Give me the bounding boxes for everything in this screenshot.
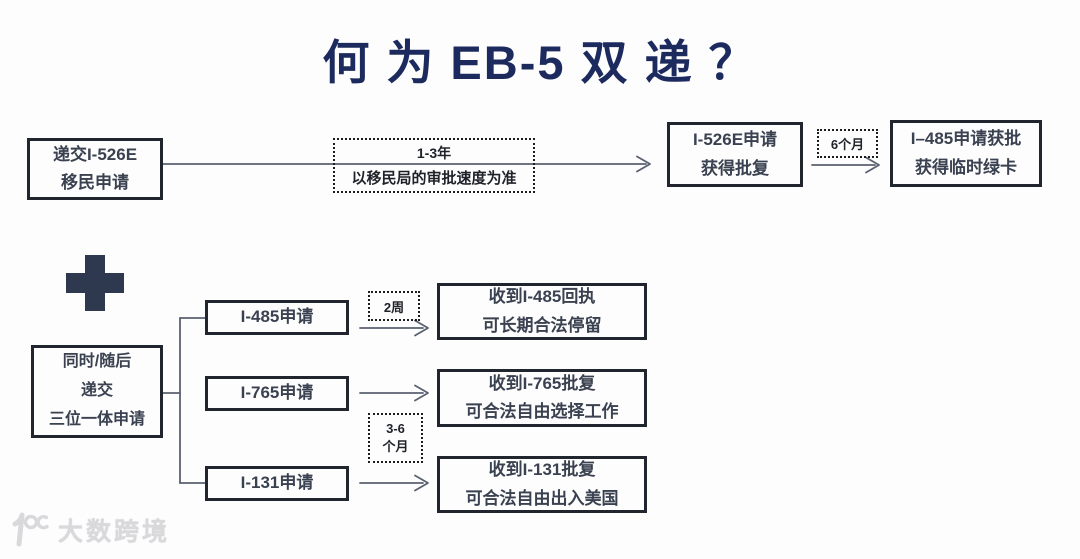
duration-1-3-years-box: 1-3年 以移民局的审批速度为准 [333,138,535,193]
duration-2-weeks-box: 2周 [368,291,420,321]
trio-filing-line2: 递交 [80,382,113,400]
arrow-i765 [359,384,429,402]
i485-result-line1: 收到I-485回执 [488,287,596,307]
arrow-i131 [359,474,429,492]
duration-3-6-line2: 个月 [382,439,409,454]
i526e-approved-line1: I-526E申请 [692,130,778,150]
page-title: 何 为 EB-5 双 递 ？ [322,36,758,89]
duration-2-weeks: 2周 [383,299,405,315]
i765-result-line2: 可合法自由选择工作 [465,402,619,421]
arrow-i485 [359,319,429,337]
i765-result-box: 收到I-765批复 可合法自由选择工作 [437,369,647,427]
i131-result-line2: 可合法自由出入美国 [465,488,619,508]
i485-result-box: 收到I-485回执 可长期合法停留 [437,283,647,340]
temp-green-card-line2: 获得临时绿卡 [915,157,1017,177]
trio-filing-box: 同时/随后 递交 三位一体申请 [31,345,163,438]
watermark: 大数跨境 [8,512,170,548]
arrow-approval-to-greencard [811,156,880,174]
dashu-kuajing-100-logo-icon [12,512,49,547]
duration-3-6-line1: 3-6 [386,420,405,436]
i765-result-line1: 收到I-765批复 [488,373,596,393]
trio-branch-lines [162,317,206,484]
temp-green-card-box: I–485申请获批 获得临时绿卡 [890,120,1042,187]
i485-result-line2: 可长期合法停留 [482,315,602,335]
duration-3-6-months-box: 3-6 个月 [368,413,423,463]
i131-result-box: 收到I-131批复 可合法自由出入美国 [437,456,647,513]
i485-application-label: I-485申请 [240,307,314,327]
plus-icon-horizontal-bar [66,273,124,293]
submit-i526e-line2: 移民申请 [61,173,129,192]
i485-application-box: I-485申请 [205,300,349,335]
submit-i526e-box: 递交I-526E 移民申请 [27,138,163,200]
i526e-approved-box: I-526E申请 获得批复 [667,122,803,187]
duration-1-3-years: 1-3年 [416,145,452,161]
i131-result-line1: 收到I-131批复 [488,460,596,480]
watermark-brand-text: 大数跨境 [58,518,171,546]
plus-icon [66,255,124,311]
i765-application-label: I-765申请 [240,383,314,403]
duration-note: 以移民局的审批速度为准 [351,170,517,187]
arrow-submit-to-approval [162,155,651,173]
submit-i526e-line1: 递交I-526E [52,144,138,164]
temp-green-card-line1: I–485申请获批 [910,129,1022,149]
i131-application-label: I-131申请 [240,473,314,493]
i526e-approved-line2: 获得批复 [701,158,769,178]
trio-filing-line3: 三位一体申请 [48,410,145,428]
i765-application-box: I-765申请 [205,376,349,411]
duration-6-months-box: 6个月 [817,129,878,158]
trio-filing-line1: 同时/随后 [62,353,132,371]
i131-application-box: I-131申请 [205,466,349,501]
duration-6-months: 6个月 [830,137,865,152]
